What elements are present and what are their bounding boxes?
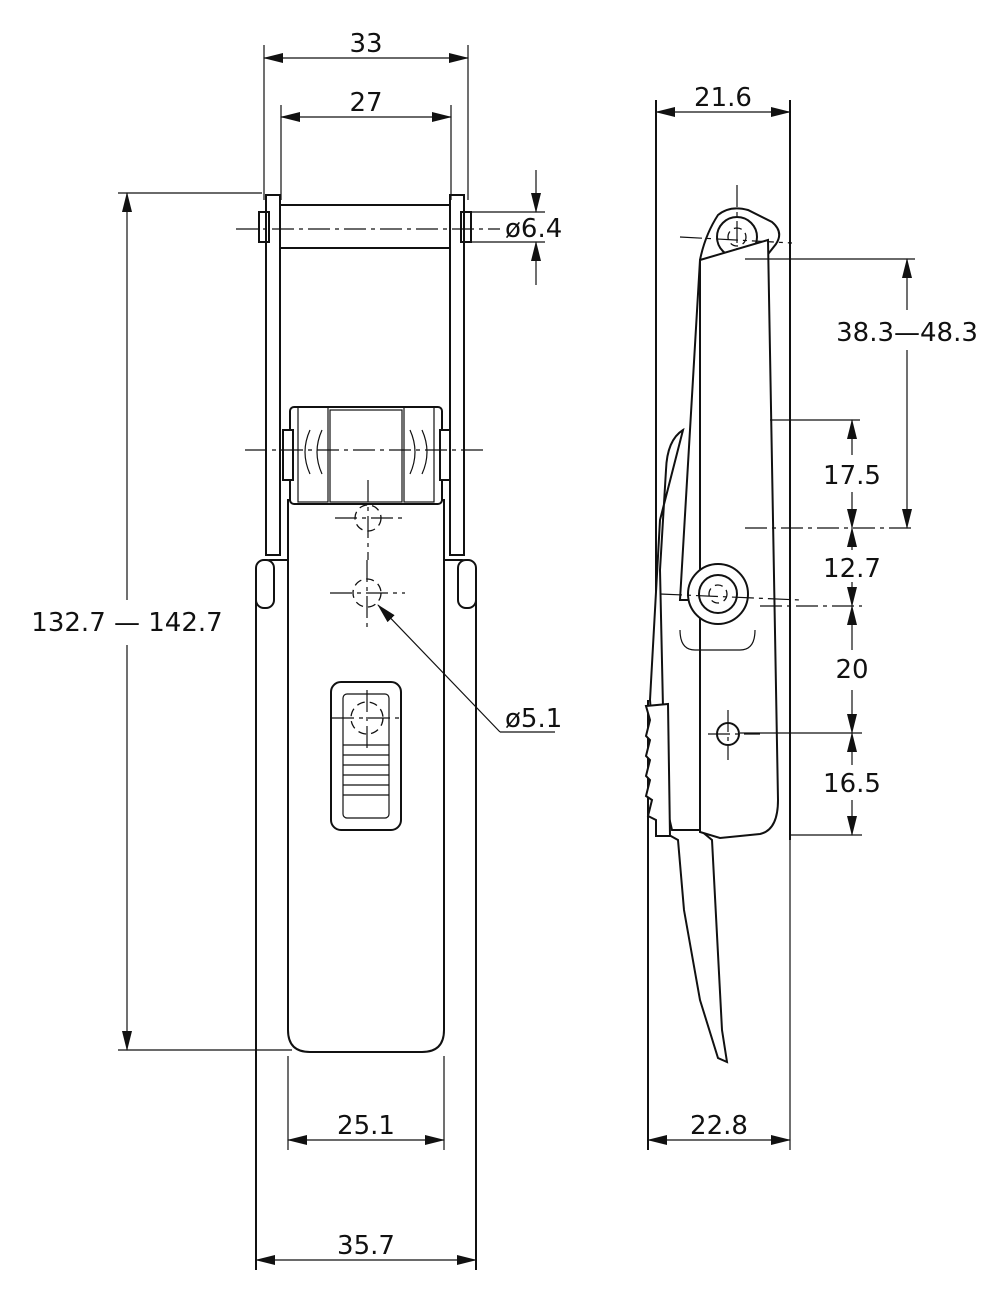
top-loop-left-leg	[265, 194, 281, 556]
left-pivot	[255, 559, 275, 609]
dim-inner-width-top: 27	[349, 88, 382, 118]
dim-base-outer-width: 35.7	[337, 1231, 395, 1261]
front-view: 33 27 ø6.4 132.7 — 142.7 ø5.1 25.1 35.7	[31, 29, 562, 1270]
hinge-housing	[289, 406, 443, 505]
dim-b: 12.7	[823, 554, 881, 584]
dim-base-thickness: 22.8	[690, 1111, 748, 1141]
dim-base-width: 25.1	[337, 1111, 395, 1141]
safety-catch-frame	[330, 681, 402, 831]
dim-hole-diameter: ø5.1	[505, 704, 562, 734]
pin-right-head	[460, 211, 472, 243]
dim-c: 20	[835, 655, 868, 685]
dim-a: 17.5	[823, 461, 881, 491]
side-catch-serrations	[644, 702, 672, 837]
dim-adjust-range: 38.3—48.3	[836, 318, 978, 348]
dim-pin-diameter: ø6.4	[505, 214, 562, 244]
dim-d: 16.5	[823, 769, 881, 799]
dim-top-thickness: 21.6	[694, 83, 752, 113]
side-view: 21.6 38.3—48.3 17.5 12.7 20 16.5 22.8	[644, 83, 978, 1150]
top-loop-right-leg	[449, 194, 465, 556]
right-pivot	[457, 559, 477, 609]
pin-left-head	[258, 211, 270, 243]
dim-overall-width-top: 33	[349, 29, 382, 59]
dim-overall-length: 132.7 — 142.7	[31, 608, 222, 638]
safety-catch-grip	[343, 744, 389, 796]
